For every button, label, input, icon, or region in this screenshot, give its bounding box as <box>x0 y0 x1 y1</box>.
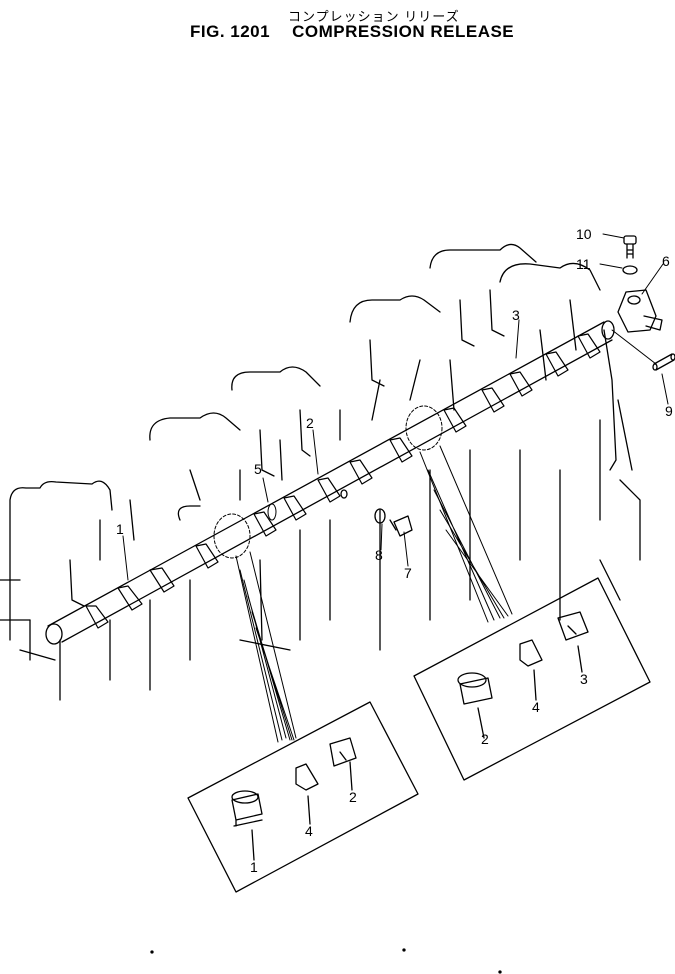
detail-right-labels: 2 4 3 <box>481 671 588 747</box>
japanese-title: コンプレッション リリーズ <box>288 9 460 24</box>
figure-title: FIG. 1201 COMPRESSION RELEASE <box>190 22 514 42</box>
callout-8: 8 <box>375 547 383 563</box>
detail-right-label-2: 2 <box>481 731 489 747</box>
detail-left-label-4: 4 <box>305 823 313 839</box>
callout-6: 6 <box>662 253 670 269</box>
plug-part-7 <box>389 515 413 537</box>
detail-left-label-1: 1 <box>250 859 258 875</box>
figure-number: FIG. 1201 <box>190 22 271 41</box>
bracket-part-6 <box>617 289 663 333</box>
detail-leader-bands <box>235 445 513 743</box>
callout-2: 2 <box>306 415 314 431</box>
gear-rings <box>213 405 443 559</box>
cylinder-head-outline <box>0 243 641 701</box>
cam-lobes <box>85 333 601 629</box>
detail-box-right <box>413 577 651 781</box>
washer-part-8 <box>374 508 386 524</box>
detail-right-label-4: 4 <box>532 699 540 715</box>
detail-left-label-2: 2 <box>349 789 357 805</box>
callout-9: 9 <box>665 403 673 419</box>
figure-name: COMPRESSION RELEASE <box>292 22 515 41</box>
callout-1: 1 <box>116 521 124 537</box>
callout-3: 3 <box>512 307 520 323</box>
callout-7: 7 <box>404 565 412 581</box>
detail-box-left <box>187 701 419 893</box>
callout-10: 10 <box>576 226 592 242</box>
callout-leaders <box>122 233 669 581</box>
detail-right-label-3: 3 <box>580 671 588 687</box>
callout-numbers: 1 2 3 5 10 11 6 9 8 7 4 <box>116 226 673 581</box>
washer-part-11 <box>622 265 638 275</box>
bolt-part-10 <box>623 235 637 259</box>
callout-5: 5 <box>254 461 262 477</box>
plug-hole <box>340 489 348 499</box>
detail-left-labels: 1 4 2 <box>250 789 357 875</box>
callout-11: 11 <box>576 256 591 272</box>
pin-part-9 <box>652 353 675 371</box>
